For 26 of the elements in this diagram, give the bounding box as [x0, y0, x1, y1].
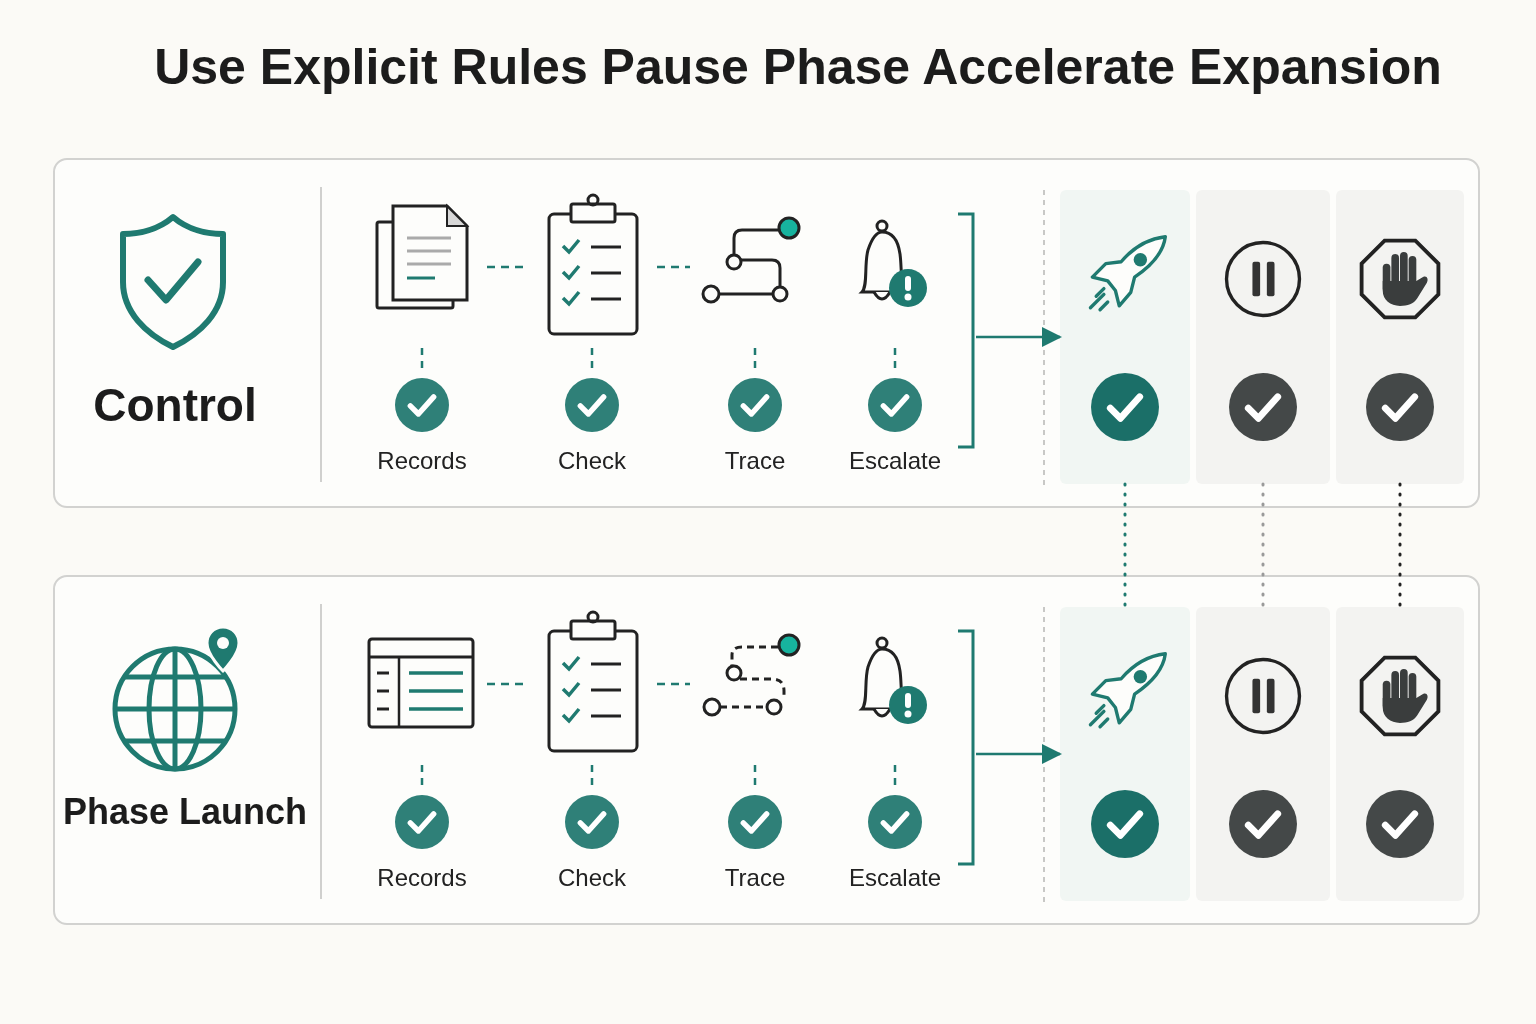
- dashed-connector: [657, 265, 690, 269]
- arrow: [976, 327, 1062, 347]
- panel-card: [53, 575, 1480, 925]
- panel-card: [53, 158, 1480, 508]
- status-column: [1060, 607, 1190, 901]
- step-label: Trace: [723, 864, 787, 892]
- step-label: Records: [376, 447, 468, 475]
- step-label: Check: [557, 447, 627, 475]
- dotted-connector: [1398, 482, 1402, 609]
- status-column: [1060, 190, 1190, 484]
- step-label: Records: [376, 864, 468, 892]
- arrow: [976, 744, 1062, 764]
- dotted-connector: [1123, 482, 1127, 609]
- panel-title: Control: [92, 378, 258, 432]
- status-column: [1336, 190, 1464, 484]
- step-label: Escalate: [847, 864, 943, 892]
- status-column: [1196, 190, 1330, 484]
- step-label: Check: [557, 864, 627, 892]
- status-column: [1196, 607, 1330, 901]
- step-label: Trace: [723, 447, 787, 475]
- diagram-title: Use Explicit Rules Pause Phase Accelerate Expansion: [153, 38, 1443, 96]
- dotted-connector: [1261, 482, 1265, 609]
- panel-title: Phase Launch: [61, 791, 309, 833]
- status-column: [1336, 607, 1464, 901]
- step-label: Escalate: [847, 447, 943, 475]
- dashed-connector: [657, 682, 690, 686]
